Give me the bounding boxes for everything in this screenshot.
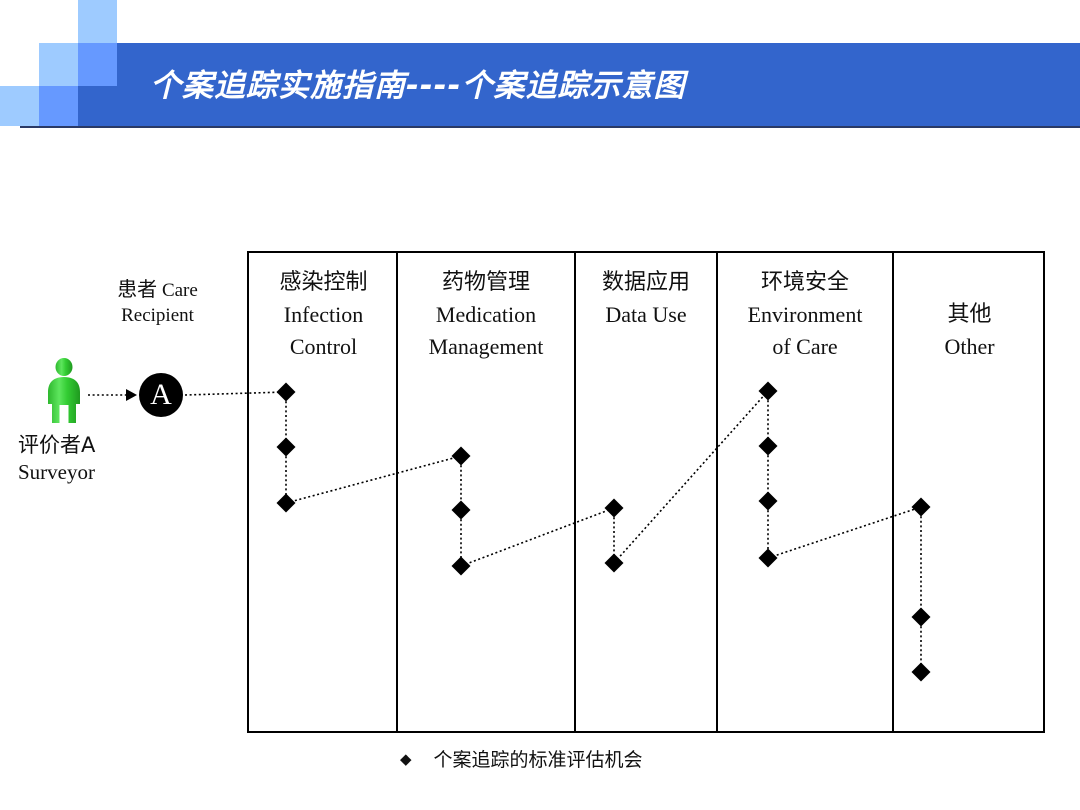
column-header-cn: 数据应用	[601, 270, 690, 295]
column-header-en-2: of Care	[772, 334, 838, 359]
slide-header: 个案追踪实施指南----个案追踪示意图	[0, 0, 1080, 132]
surveyor-label-cn: 评价者A	[18, 433, 96, 457]
column-divider-2	[574, 253, 576, 731]
care-recipient-label-en-2: Recipient	[121, 305, 194, 326]
column-header-infection-control: 感染控制 Infection Control	[251, 267, 396, 363]
column-header-cn: 其他	[947, 302, 992, 327]
patient-person-icon	[42, 358, 86, 424]
deco-block-bottom-center	[39, 86, 78, 126]
surveyor-node-a: A	[139, 373, 183, 417]
column-header-data-use: 数据应用 Data Use	[576, 267, 716, 331]
column-header-cn: 环境安全	[760, 270, 849, 295]
deco-block-bottom-right	[78, 86, 117, 126]
deco-block-mid-center	[78, 43, 117, 86]
footer-caption-text: 个案追踪的标准评估机会	[433, 749, 643, 771]
page-title: 个案追踪实施指南----个案追踪示意图	[150, 68, 686, 104]
column-header-en-1: Medication	[435, 302, 537, 327]
column-header-en-2: Control	[289, 334, 358, 359]
column-header-en-1: Environment	[747, 302, 863, 327]
column-header-medication-management: 药物管理 Medication Management	[398, 267, 574, 363]
column-header-en-1: Infection	[283, 302, 364, 327]
column-header-en-1: Data Use	[605, 302, 687, 327]
deco-block-bottom-left	[0, 86, 39, 126]
care-recipient-label-en-1: Care	[161, 280, 198, 301]
surveyor-label: 评价者A Surveyor	[18, 432, 178, 486]
deco-block-top	[78, 0, 117, 43]
footer-caption: ◆ 个案追踪的标准评估机会	[400, 745, 643, 772]
column-header-en-1: Other	[944, 334, 995, 359]
header-divider-rule	[20, 126, 1080, 128]
care-recipient-label-cn: 患者	[117, 277, 158, 301]
diamond-bullet-icon: ◆	[400, 750, 412, 768]
column-header-cn: 感染控制	[279, 270, 368, 295]
column-header-en-2: Management	[428, 334, 544, 359]
trace-matrix-grid: 感染控制 Infection Control 药物管理 Medication M…	[247, 251, 1045, 733]
column-header-other: 其他 Other	[894, 299, 1045, 363]
care-recipient-label: 患者 Care Recipient	[90, 277, 225, 328]
column-divider-4	[892, 253, 894, 731]
entry-arrow-head-icon	[126, 389, 137, 401]
surveyor-label-en: Surveyor	[18, 460, 95, 484]
header-bar	[117, 43, 1080, 126]
column-header-cn: 药物管理	[441, 270, 530, 295]
column-header-environment-of-care: 环境安全 Environment of Care	[718, 267, 892, 363]
deco-block-mid-left	[39, 43, 78, 86]
